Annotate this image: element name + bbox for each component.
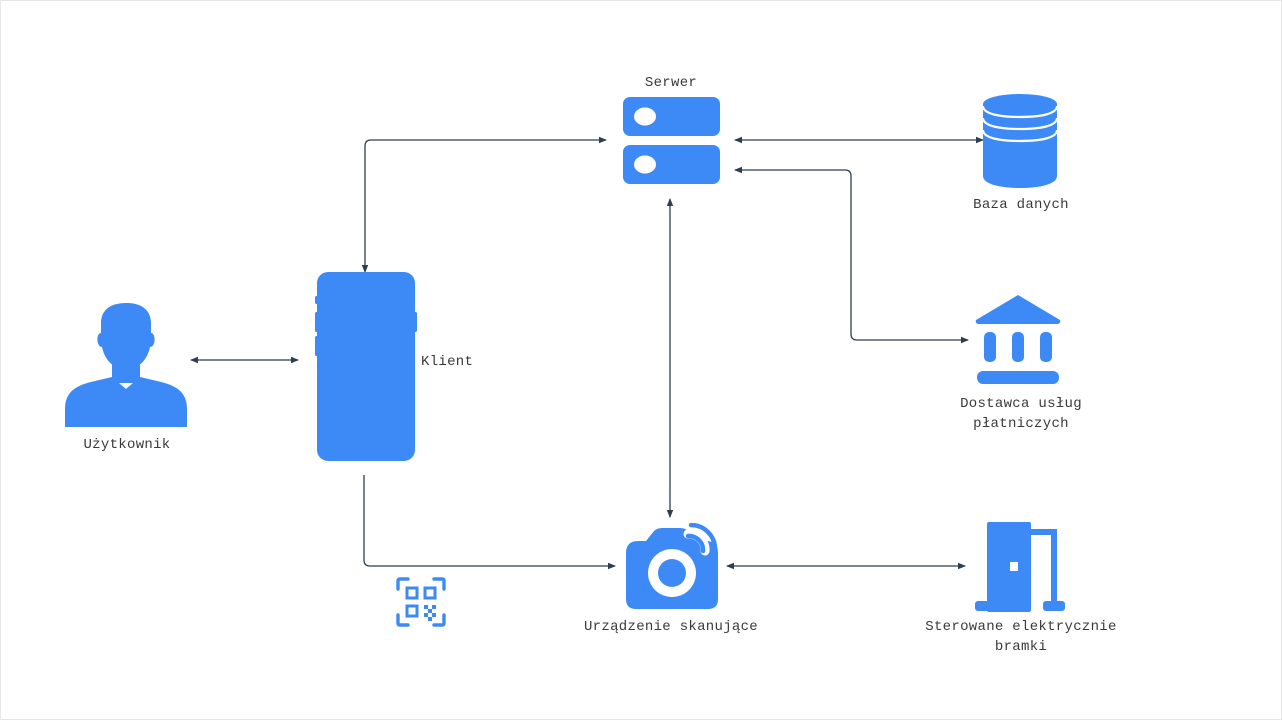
person-icon (65, 303, 187, 427)
connector-client-server (361, 136, 607, 273)
payment-label-line-1: Dostawca usług (960, 396, 1082, 412)
server-label: Serwer (644, 75, 698, 91)
door-icon (975, 522, 1065, 612)
camera-icon (626, 523, 718, 609)
payment-label: Dostawca usług płatniczych (931, 394, 1111, 434)
server-icon (623, 97, 720, 184)
bank-icon (975, 295, 1061, 384)
qr-code-icon (396, 577, 446, 627)
connector-server-payment (734, 166, 969, 344)
gates-label-line-1: Sterowane elektrycznie (925, 619, 1117, 635)
user-label: Użytkownik (83, 437, 171, 453)
database-label: Baza danych (973, 197, 1069, 213)
gates-label: Sterowane elektrycznie bramki (901, 617, 1141, 657)
scanner-label: Urządzenie skanujące (583, 619, 759, 635)
gates-label-line-2: bramki (994, 639, 1048, 655)
client-label: Klient (421, 354, 474, 370)
smartphone-icon (315, 272, 417, 461)
connector-client-scanner (363, 475, 616, 570)
payment-label-line-2: płatniczych (973, 416, 1069, 432)
database-icon (982, 94, 1058, 188)
